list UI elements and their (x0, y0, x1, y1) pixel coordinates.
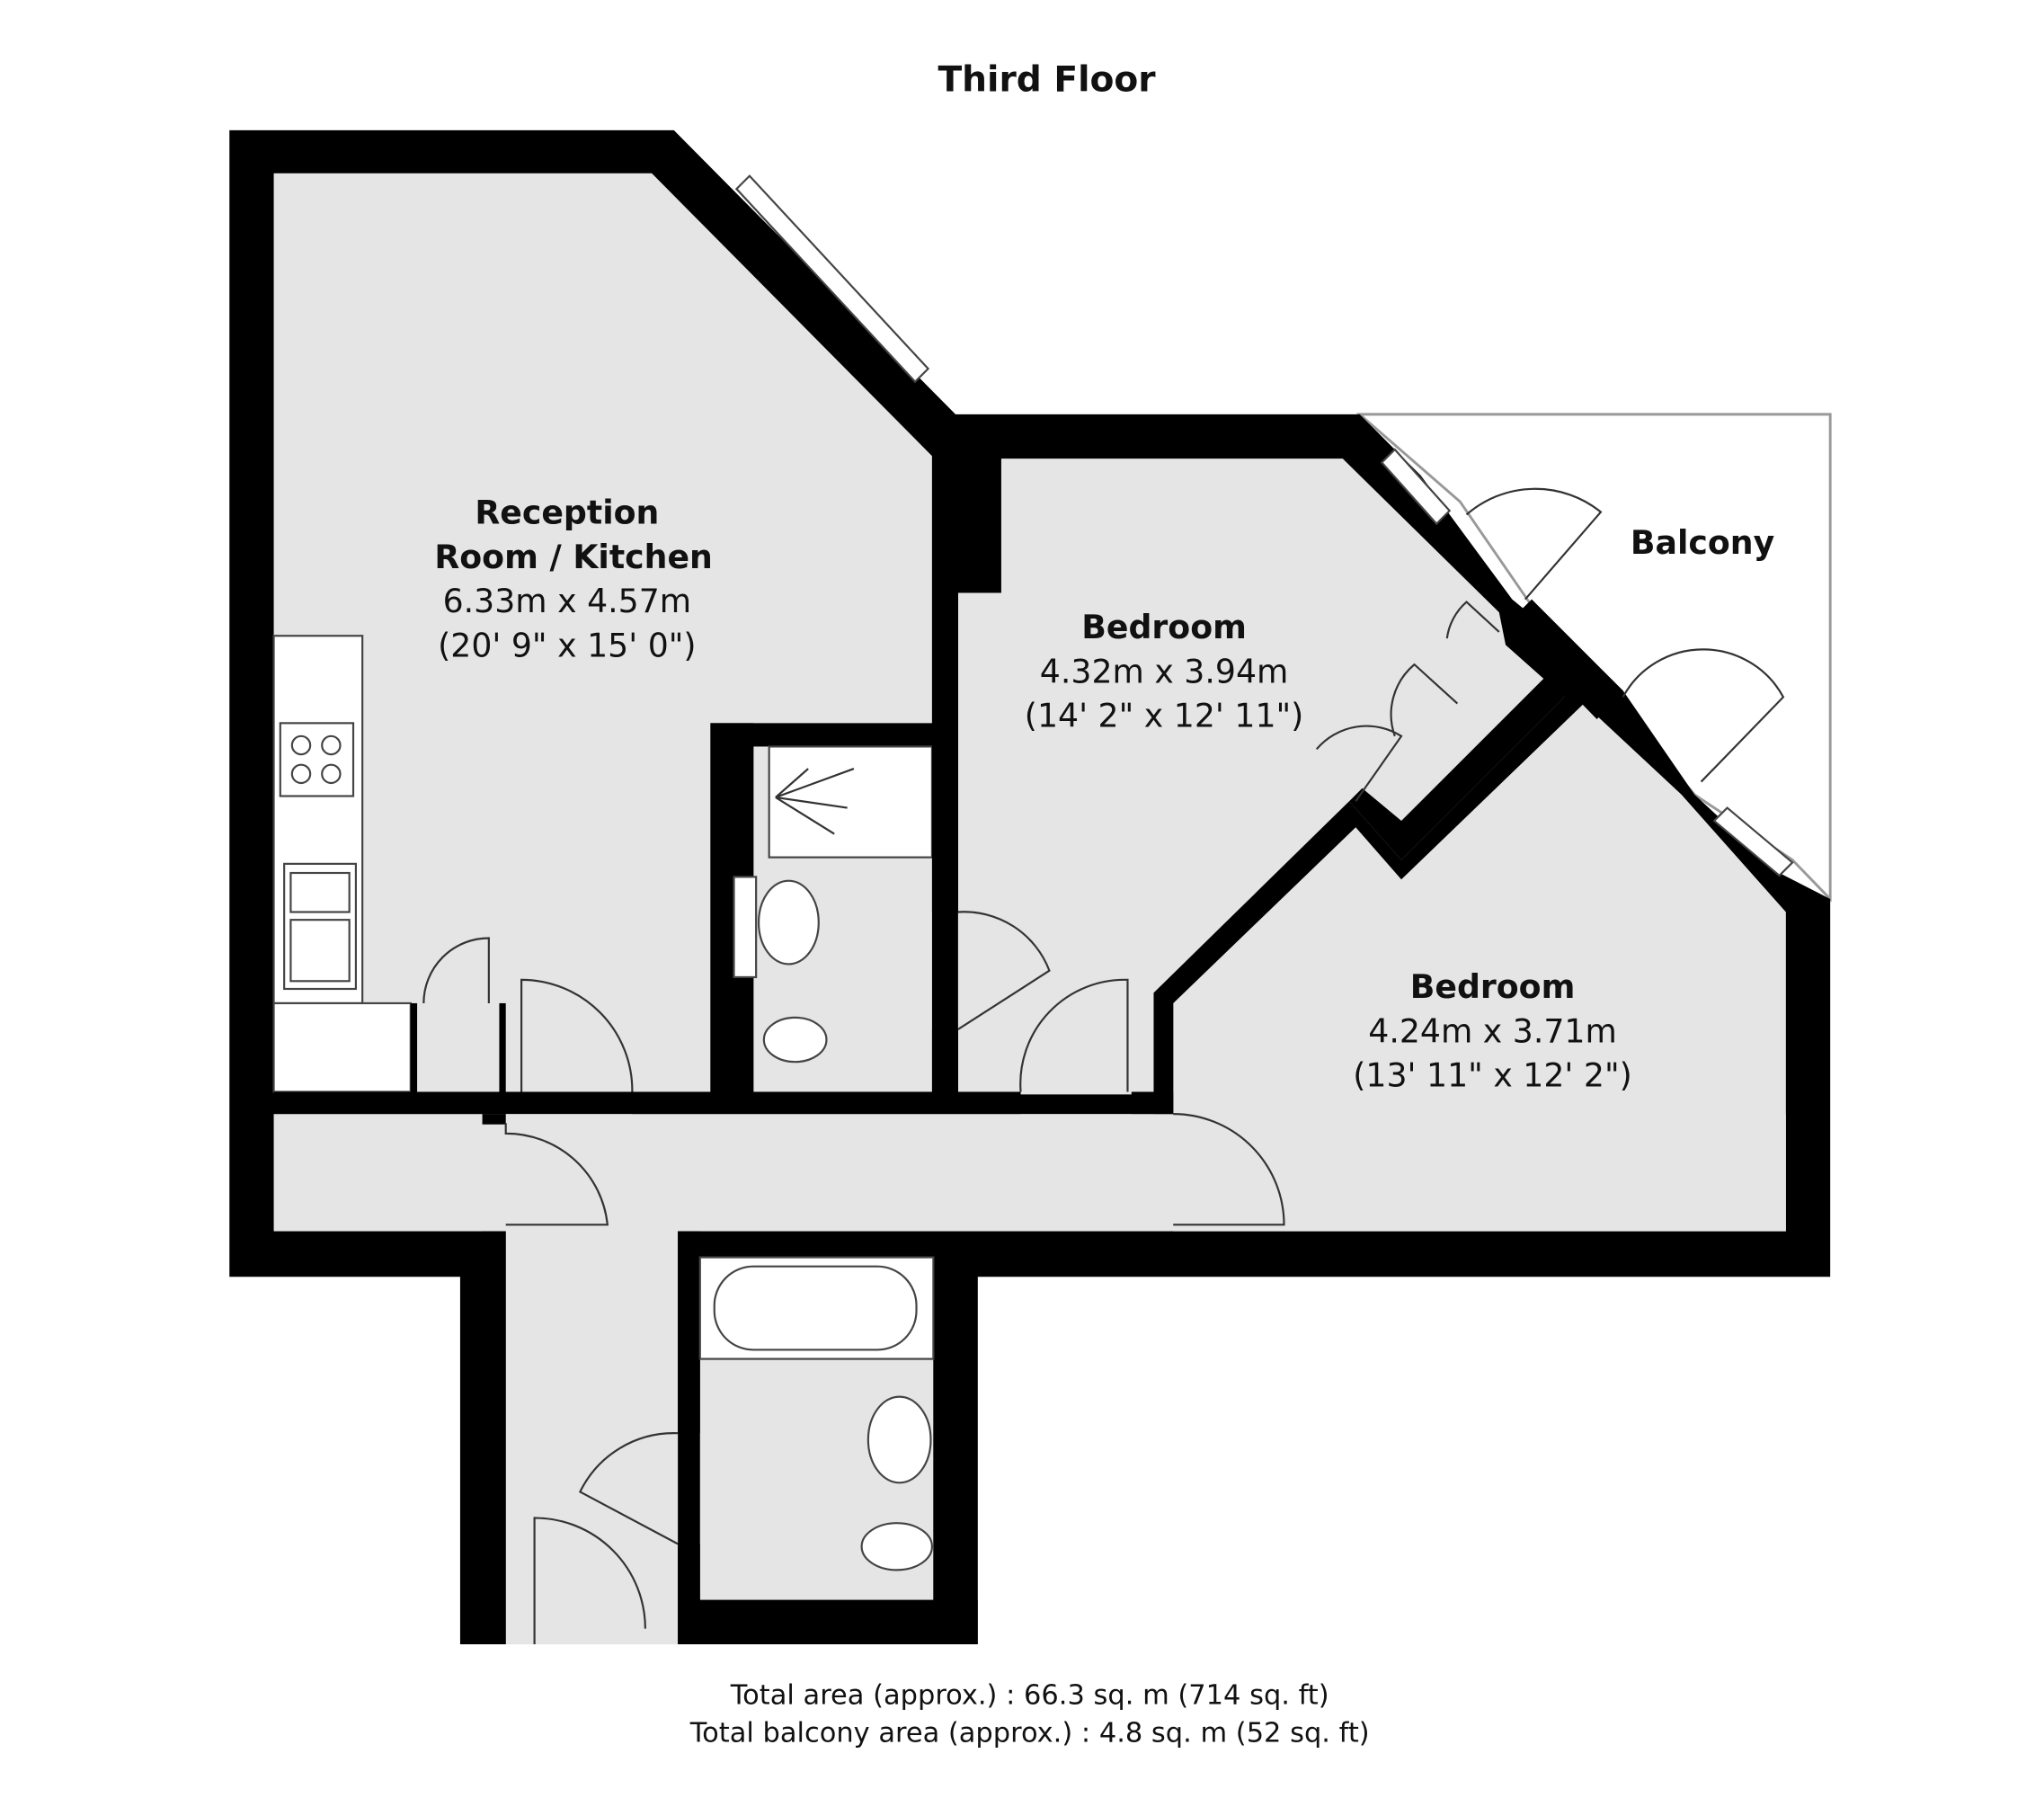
reception-name-2: Room / Kitchen (434, 538, 712, 576)
total-area: Total area (approx.) : 66.3 sq. m (714 s… (730, 1680, 1329, 1712)
floor-title: Third Floor (938, 59, 1156, 100)
bedroom1-imperial: (14' 2" x 12' 11") (1025, 697, 1304, 735)
door-swings (422, 487, 1785, 1644)
reception-name-1: Reception (475, 494, 659, 532)
toilet-bathroom (860, 1522, 934, 1571)
basin-shower-room (733, 876, 758, 979)
windows (734, 174, 1794, 877)
total-balcony-area: Total balcony area (approx.) : 4.8 sq. m… (689, 1718, 1370, 1749)
fixtures (279, 722, 935, 1571)
hob (279, 722, 355, 797)
shower-head (775, 768, 855, 835)
bedroom2-metric: 4.24m x 3.71m (1368, 1011, 1617, 1050)
balcony-name: Balcony (1631, 523, 1774, 562)
toilet-shower-room (762, 1016, 828, 1064)
interior-walls (273, 456, 1623, 1644)
bedroom1-name: Bedroom (1081, 608, 1247, 646)
basin-bathroom (866, 1395, 932, 1484)
reception-metric: 6.33m x 4.57m (443, 582, 692, 620)
bedroom2-name: Bedroom (1410, 967, 1576, 1006)
bedroom2-imperial: (13' 11" x 12' 2") (1353, 1056, 1632, 1095)
bedroom1-metric: 4.32m x 3.94m (1040, 652, 1289, 690)
reception-imperial: (20' 9" x 15' 0") (438, 626, 696, 664)
